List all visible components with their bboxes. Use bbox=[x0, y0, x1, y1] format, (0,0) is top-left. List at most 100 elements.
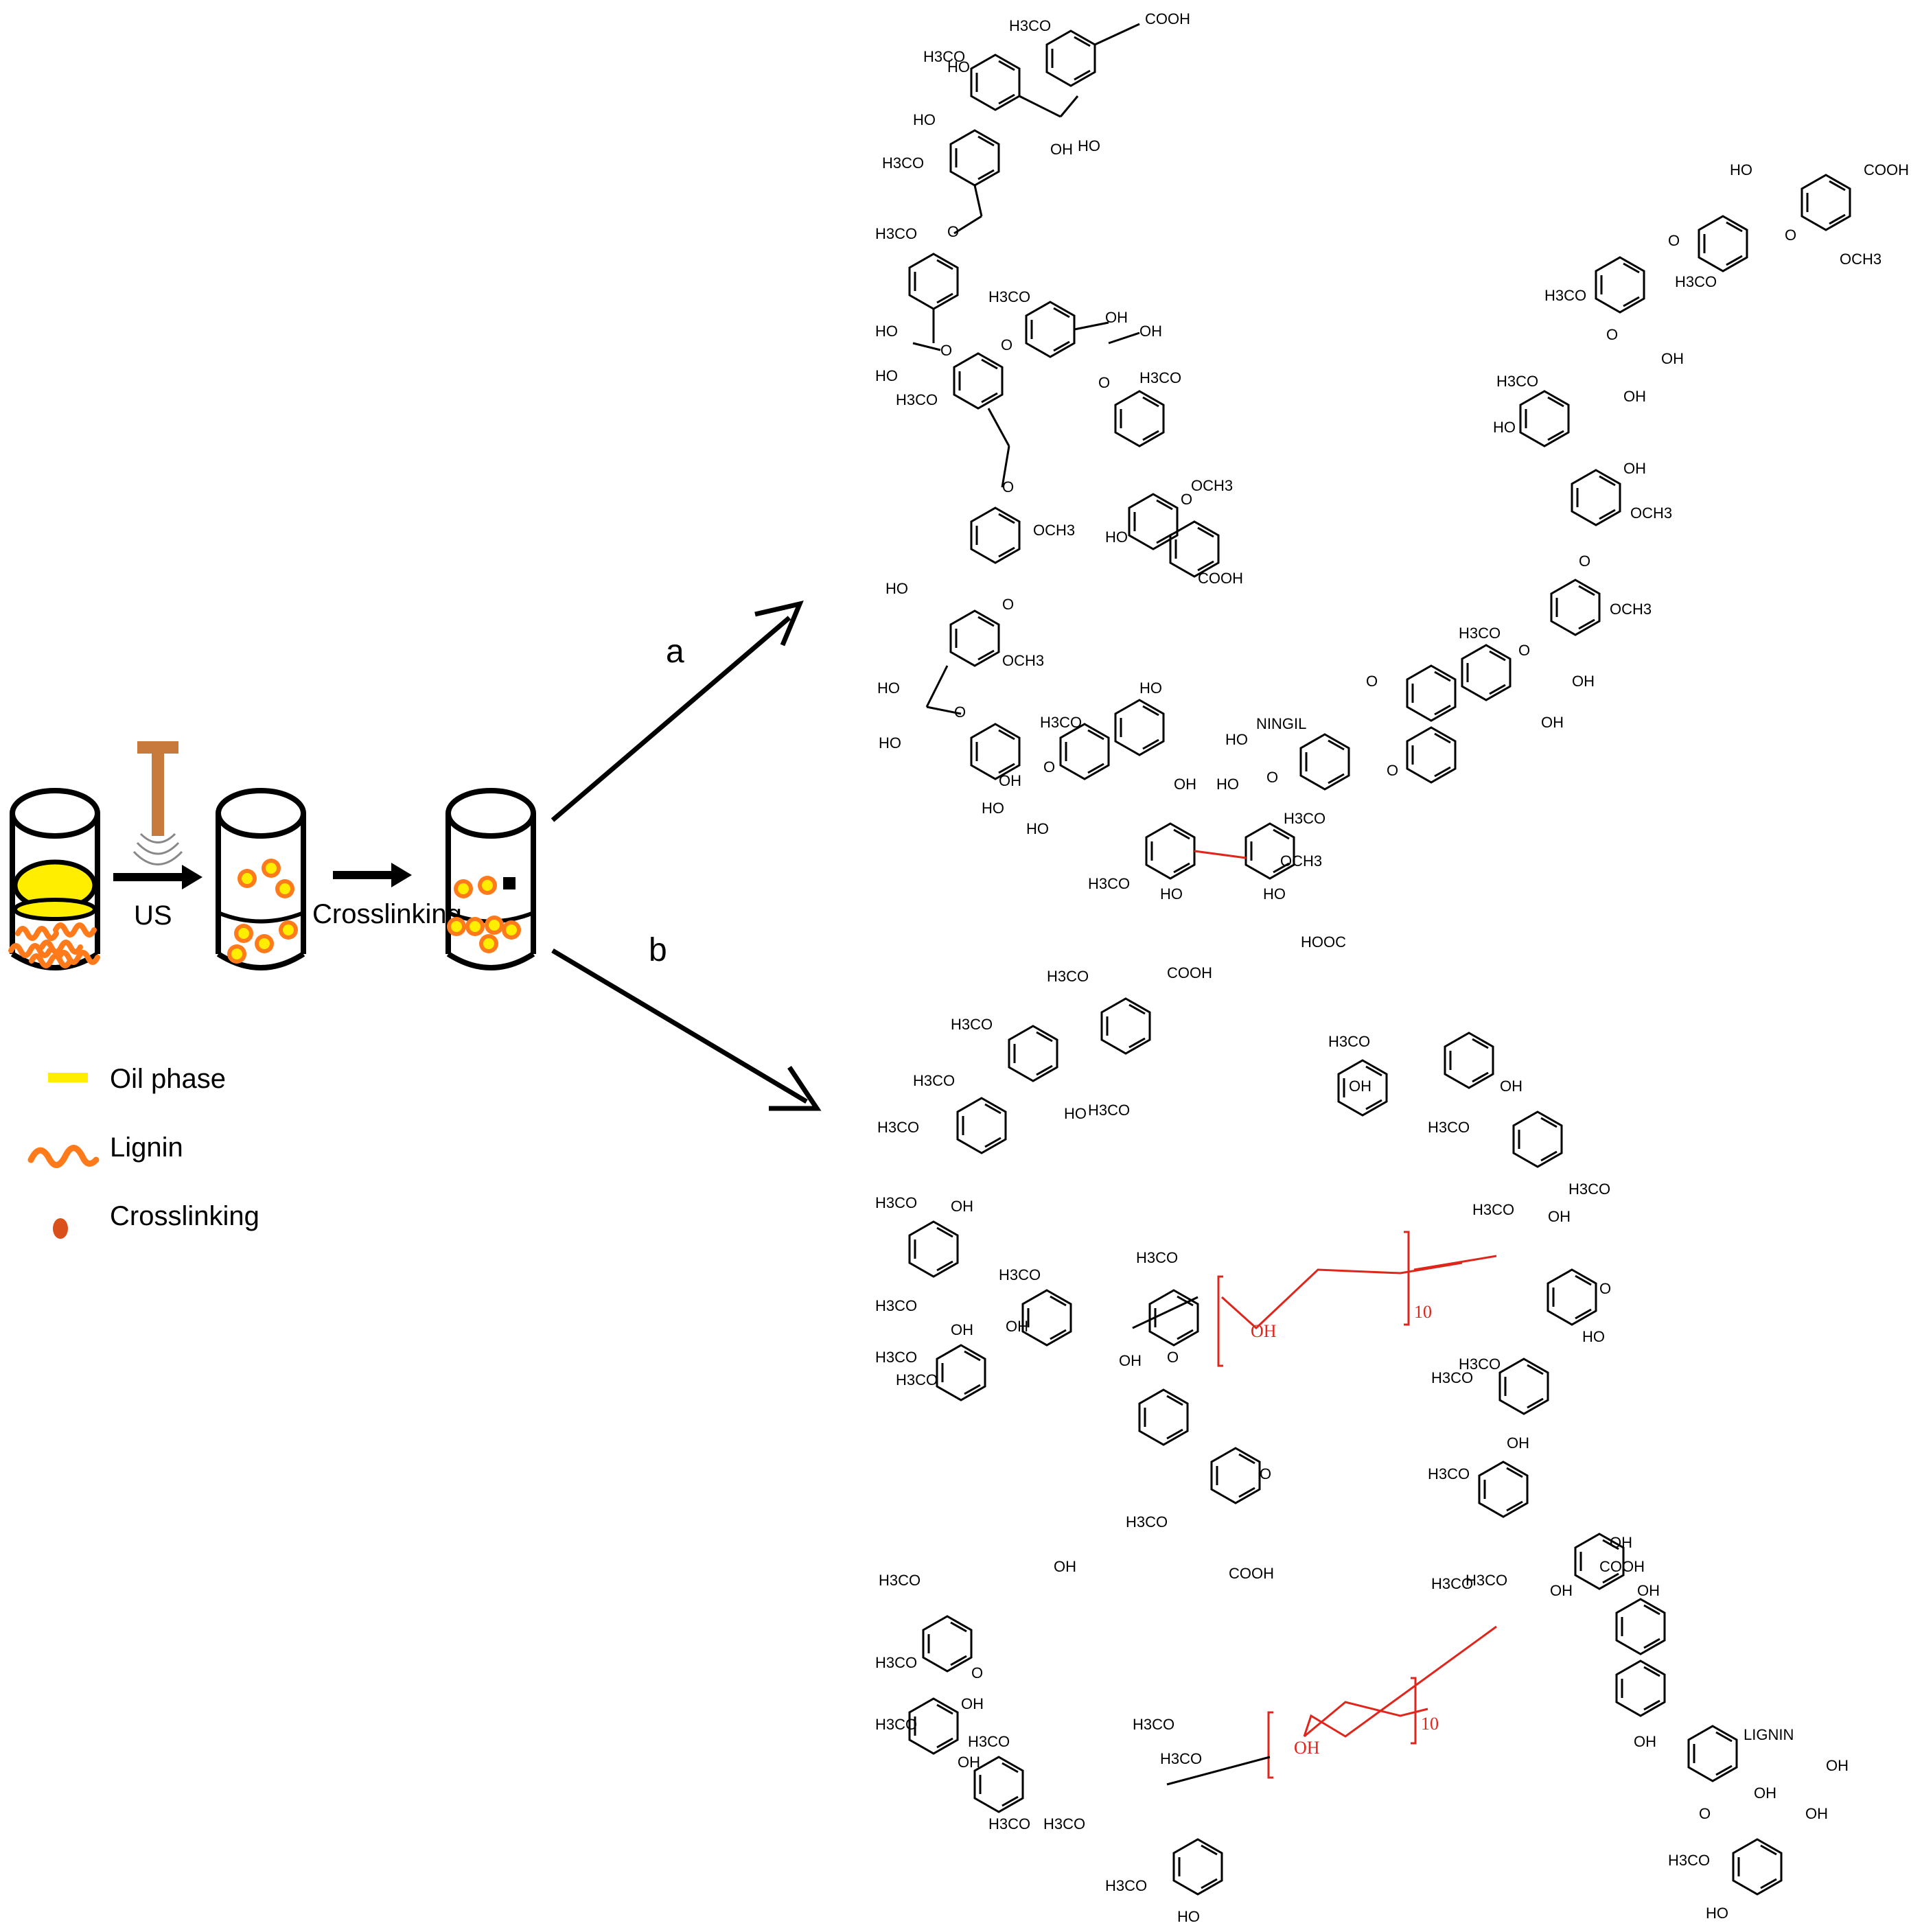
svg-text:H3CO: H3CO bbox=[1675, 273, 1717, 290]
svg-text:COOH: COOH bbox=[1198, 570, 1243, 587]
svg-text:OH: OH bbox=[1507, 1434, 1529, 1452]
svg-text:OH: OH bbox=[1119, 1352, 1142, 1369]
svg-text:H3CO: H3CO bbox=[1043, 1815, 1085, 1832]
svg-text:O: O bbox=[1002, 478, 1014, 496]
svg-text:H3CO: H3CO bbox=[1568, 1180, 1610, 1198]
svg-text:OH: OH bbox=[999, 772, 1021, 789]
svg-text:O: O bbox=[1260, 1465, 1271, 1482]
svg-text:HOOC: HOOC bbox=[1301, 933, 1346, 951]
svg-text:OH: OH bbox=[951, 1321, 973, 1338]
svg-text:H3CO: H3CO bbox=[988, 288, 1030, 305]
svg-text:O: O bbox=[1599, 1280, 1611, 1297]
svg-text:H3CO: H3CO bbox=[1139, 369, 1181, 386]
svg-text:OCH3: OCH3 bbox=[1630, 504, 1672, 522]
svg-text:OH: OH bbox=[1050, 141, 1073, 158]
svg-text:HO: HO bbox=[1064, 1105, 1087, 1122]
svg-text:O: O bbox=[1098, 374, 1110, 391]
svg-text:H3CO: H3CO bbox=[923, 48, 965, 65]
svg-text:HO: HO bbox=[1216, 776, 1239, 793]
svg-text:O: O bbox=[1266, 769, 1278, 786]
label-path-b: b bbox=[649, 932, 667, 968]
arrow-crosslinking-icon bbox=[333, 863, 412, 887]
svg-text:COOH: COOH bbox=[1229, 1565, 1274, 1582]
svg-text:OH: OH bbox=[1006, 1318, 1028, 1335]
svg-text:HO: HO bbox=[1263, 885, 1286, 903]
svg-text:OH: OH bbox=[961, 1695, 984, 1712]
svg-text:H3CO: H3CO bbox=[1126, 1513, 1168, 1531]
vial-3-crosslinked bbox=[445, 788, 536, 970]
svg-text:H3CO: H3CO bbox=[879, 1572, 921, 1589]
arrow-b-icon bbox=[551, 948, 822, 1111]
svg-text:OCH3: OCH3 bbox=[1033, 522, 1075, 539]
svg-text:O: O bbox=[1002, 596, 1014, 613]
svg-text:OH: OH bbox=[1349, 1078, 1371, 1095]
svg-text:O: O bbox=[947, 223, 959, 240]
svg-text:H3CO: H3CO bbox=[1088, 1102, 1130, 1119]
svg-text:HO: HO bbox=[1493, 419, 1516, 436]
svg-text:HO: HO bbox=[1078, 137, 1100, 154]
svg-text:H3CO: H3CO bbox=[1459, 1355, 1501, 1373]
svg-text:H3CO: H3CO bbox=[1040, 714, 1082, 731]
svg-text:OH: OH bbox=[1754, 1784, 1776, 1802]
svg-text:O: O bbox=[940, 342, 952, 359]
svg-text:H3CO: H3CO bbox=[968, 1733, 1010, 1750]
svg-text:H3CO: H3CO bbox=[1668, 1852, 1710, 1869]
svg-text:H3CO: H3CO bbox=[1431, 1575, 1473, 1592]
svg-text:OH: OH bbox=[1805, 1805, 1828, 1822]
svg-text:H3CO: H3CO bbox=[1431, 1369, 1473, 1386]
svg-text:HO: HO bbox=[1160, 885, 1183, 903]
svg-text:H3CO: H3CO bbox=[1047, 968, 1089, 985]
arrow-us-icon bbox=[113, 865, 202, 889]
arrow-a-icon bbox=[551, 601, 804, 822]
crosslinking-dot-icon bbox=[53, 1218, 68, 1239]
svg-text:OH: OH bbox=[1634, 1733, 1656, 1750]
svg-text:HO: HO bbox=[982, 800, 1004, 817]
svg-text:OH: OH bbox=[1294, 1738, 1320, 1758]
svg-text:O: O bbox=[1579, 552, 1590, 570]
svg-text:OH: OH bbox=[1105, 309, 1128, 326]
svg-text:OH: OH bbox=[1054, 1558, 1076, 1575]
svg-text:H3CO: H3CO bbox=[875, 1194, 917, 1211]
ultrasound-probe-icon bbox=[132, 741, 183, 865]
svg-text:H3CO: H3CO bbox=[988, 1815, 1030, 1832]
svg-text:O: O bbox=[1181, 491, 1192, 508]
svg-text:Lignin: Lignin bbox=[110, 1132, 183, 1163]
svg-text:H3CO: H3CO bbox=[896, 391, 938, 408]
svg-text:COOH: COOH bbox=[1864, 161, 1909, 178]
svg-text:H3CO: H3CO bbox=[1428, 1465, 1470, 1482]
svg-text:H3CO: H3CO bbox=[951, 1016, 993, 1033]
label-us: US bbox=[134, 900, 172, 931]
svg-text:O: O bbox=[1606, 326, 1618, 343]
svg-text:O: O bbox=[1387, 762, 1398, 779]
svg-text:HO: HO bbox=[1582, 1328, 1605, 1345]
svg-text:HO: HO bbox=[1706, 1905, 1728, 1922]
svg-text:OH: OH bbox=[1826, 1757, 1849, 1774]
svg-text:Crosslinking: Crosslinking bbox=[110, 1201, 259, 1231]
svg-text:H3CO: H3CO bbox=[1459, 625, 1501, 642]
svg-text:H3CO: H3CO bbox=[1472, 1201, 1514, 1218]
svg-text:HO: HO bbox=[875, 323, 898, 340]
svg-text:OH: OH bbox=[1548, 1208, 1571, 1225]
svg-text:COOH: COOH bbox=[1599, 1558, 1645, 1575]
svg-text:HO: HO bbox=[1225, 731, 1248, 748]
svg-text:HO: HO bbox=[1177, 1908, 1200, 1925]
svg-text:OCH3: OCH3 bbox=[1191, 477, 1233, 494]
svg-text:H3CO: H3CO bbox=[1105, 1877, 1147, 1894]
svg-text:Oil phase: Oil phase bbox=[110, 1064, 226, 1094]
svg-text:O: O bbox=[1518, 642, 1530, 659]
svg-text:H3CO: H3CO bbox=[1496, 373, 1538, 390]
svg-text:O: O bbox=[1366, 673, 1378, 690]
svg-text:HO: HO bbox=[1026, 820, 1049, 837]
svg-text:O: O bbox=[1043, 758, 1055, 776]
label-path-a: a bbox=[666, 633, 684, 670]
svg-text:H3CO: H3CO bbox=[913, 1072, 955, 1089]
svg-text:OH: OH bbox=[1623, 388, 1646, 405]
svg-text:H3CO: H3CO bbox=[882, 154, 924, 172]
svg-text:10: 10 bbox=[1414, 1302, 1432, 1322]
vial-2-emulsified bbox=[216, 788, 306, 970]
lignin-structure-a: COOH H3CO H3CO HO HO H3CO OH HO O H3CO H… bbox=[875, 10, 1909, 903]
vial-1-emulsion bbox=[11, 788, 100, 970]
label-crosslinking: Crosslinking bbox=[312, 899, 462, 929]
svg-text:OH: OH bbox=[1500, 1078, 1522, 1095]
